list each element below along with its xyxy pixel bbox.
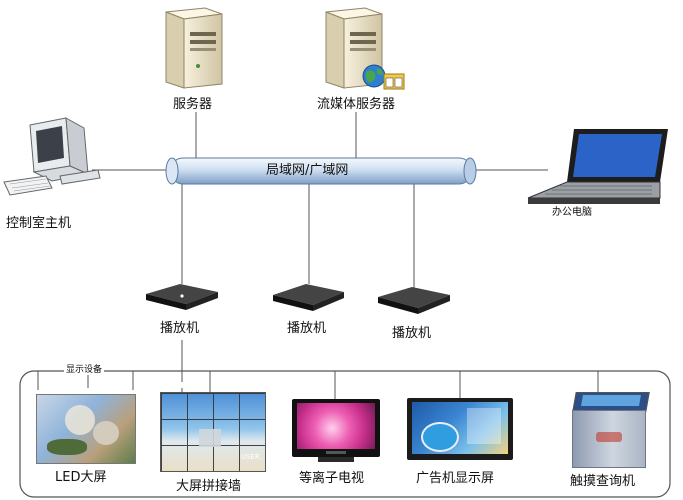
globe-icon xyxy=(362,64,386,88)
video-wall-image: USER xyxy=(160,392,266,472)
laptop-icon xyxy=(527,129,668,204)
server-label: 服务器 xyxy=(173,97,213,112)
ad-display-image xyxy=(407,398,513,460)
office-pc-label: 办公电脑 xyxy=(552,207,592,218)
device-label: 等离子电视 xyxy=(299,471,365,486)
media-player-box xyxy=(378,287,450,314)
device-label: LED大屏 xyxy=(55,470,107,485)
plasma-tv-stand xyxy=(318,457,354,462)
player-label: 播放机 xyxy=(160,321,200,336)
network-label: 局域网/广域网 xyxy=(266,163,349,178)
plasma-tv-image xyxy=(292,399,380,457)
player-label: 播放机 xyxy=(392,326,432,341)
connection-lines xyxy=(37,112,599,400)
media-player-box xyxy=(146,284,218,310)
display-devices-frame xyxy=(19,370,671,498)
server-icon xyxy=(165,7,223,89)
led-screen-image xyxy=(36,394,136,464)
touch-kiosk-image xyxy=(566,392,650,468)
player-label: 播放机 xyxy=(287,321,327,336)
streaming-server-label: 流媒体服务器 xyxy=(317,97,396,112)
media-player-box xyxy=(273,284,344,311)
device-label: 触摸查询机 xyxy=(570,474,636,489)
film-folder-icon xyxy=(383,73,405,90)
network-pipe xyxy=(165,157,477,185)
device-label: 广告机显示屏 xyxy=(416,471,495,486)
video-wall-badge: USER xyxy=(241,453,260,461)
display-group-title: 显示设备 xyxy=(64,365,105,375)
desktop-computer-icon xyxy=(3,117,101,196)
device-label: 大屏拼接墙 xyxy=(176,479,242,494)
control-host-label: 控制室主机 xyxy=(6,216,72,231)
